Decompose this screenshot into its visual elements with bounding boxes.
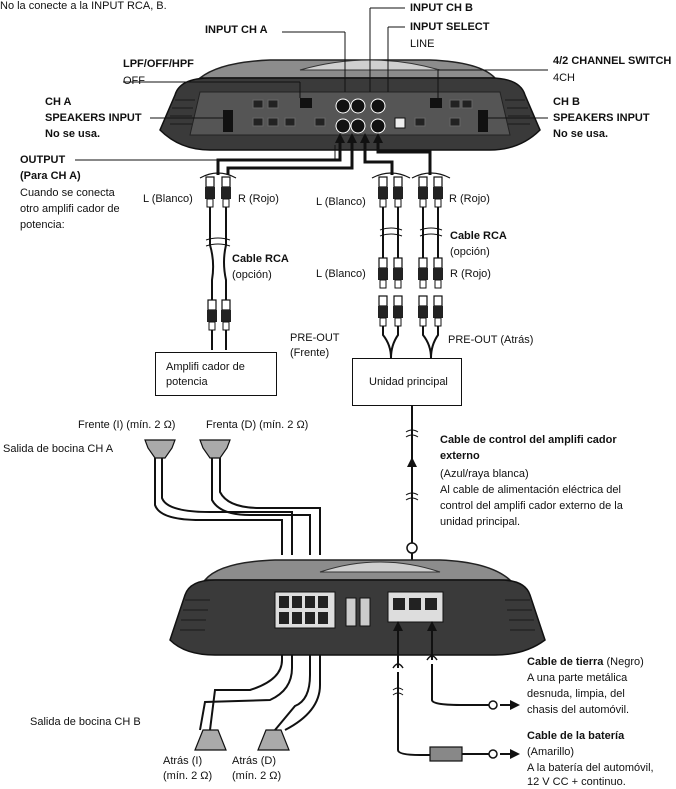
lpf-label: LPF/OFF/HPF <box>123 58 194 70</box>
ground-desc-2: desnuda, limpia, del <box>527 688 625 700</box>
salida-ch-a-label: Salida de bocina CH A <box>3 443 114 455</box>
ground-cable-color: (Negro) <box>603 656 644 668</box>
control-desc-1: Al cable de alimentación eléctrica del <box>440 484 621 496</box>
atras-d-label-1: Atrás (D) <box>232 755 276 767</box>
l-blanco-2: L (Blanco) <box>316 196 366 208</box>
atras-i-label-2: (mín. 2 Ω) <box>163 770 213 782</box>
cuando-line-3: potencia: <box>20 219 65 231</box>
amp-box-line-1: Amplifi cador de <box>166 361 245 373</box>
frente-i-label: Frente (I) (mín. 2 Ω) <box>78 419 176 431</box>
bottom-amplifier <box>169 559 546 656</box>
speakers-input-a-label: SPEAKERS INPUT <box>45 112 142 124</box>
top-note: No la conecte a la INPUT RCA, B. <box>0 0 167 12</box>
frente-label: (Frente) <box>290 347 330 359</box>
control-desc-2: control del amplifi cador externo de la <box>440 500 623 512</box>
r-rojo-2: R (Rojo) <box>449 193 490 205</box>
para-ch-a-label: (Para CH A) <box>20 170 81 182</box>
cable-rca-2: Cable RCA <box>450 230 507 242</box>
opcion-1: (opción) <box>232 269 272 281</box>
ground-cable-name: Cable de tierra <box>527 656 604 668</box>
opcion-2: (opción) <box>450 246 490 258</box>
top-amplifier <box>159 59 541 151</box>
control-cable-title-1: Cable de control del amplifi cador <box>440 434 617 446</box>
head-unit-box: Unidad principal <box>352 358 462 406</box>
signal-arrows <box>335 133 383 150</box>
input-ch-a-label: INPUT CH A <box>205 24 268 36</box>
control-cable-title-2: externo <box>440 450 480 462</box>
input-select-label: INPUT SELECT <box>410 21 490 33</box>
battery-cable-color: (Amarillo) <box>527 746 575 758</box>
speakers <box>144 439 290 751</box>
pre-out-front-label: PRE-OUT <box>290 332 340 344</box>
channel-switch-label: 4/2 CHANNEL SWITCH <box>553 55 672 67</box>
battery-desc-1: A la batería del automóvil, <box>527 762 654 774</box>
amp-box-line-2: potencia <box>166 376 208 388</box>
ground-cable-title: Cable de tierra (Negro) <box>527 656 644 669</box>
speaker-wires <box>154 458 321 731</box>
atras-i-label-1: Atrás (I) <box>163 755 203 767</box>
speakers-input-b-label: SPEAKERS INPUT <box>553 112 650 124</box>
head-unit-label: Unidad principal <box>369 376 448 388</box>
input-select-value: LINE <box>410 38 435 50</box>
cuando-line-2: otro amplifi cador de <box>20 203 120 215</box>
rca-cables <box>199 140 451 359</box>
frente-d-label: Frenta (D) (mín. 2 Ω) <box>206 419 309 431</box>
ground-desc-3: chasis del automóvil. <box>527 704 630 716</box>
no-se-usa-a: No se usa. <box>45 128 101 140</box>
l-blanco-1: L (Blanco) <box>143 193 193 205</box>
battery-desc-2: 12 V CC + continuo. <box>527 776 626 788</box>
control-desc-3: unidad principal. <box>440 516 521 528</box>
l-blanco-3: L (Blanco) <box>316 268 366 280</box>
salida-ch-b-label: Salida de bocina CH B <box>30 716 141 728</box>
atras-d-label-2: (mín. 2 Ω) <box>232 770 282 782</box>
input-ch-b-label: INPUT CH B <box>410 2 473 14</box>
ch-a-label: CH A <box>45 96 72 108</box>
pre-out-rear-label: PRE-OUT (Atrás) <box>448 334 534 346</box>
output-label: OUTPUT <box>20 154 66 166</box>
cuando-line-1: Cuando se conecta <box>20 187 115 199</box>
ground-desc-1: A una parte metálica <box>527 672 628 684</box>
r-rojo-1: R (Rojo) <box>238 193 279 205</box>
cable-rca-1: Cable RCA <box>232 253 289 265</box>
control-cable-color: (Azul/raya blanca) <box>440 468 529 480</box>
power-cables <box>392 622 498 762</box>
battery-cable-title: Cable de la batería <box>527 730 625 742</box>
lpf-value: OFF <box>123 75 145 87</box>
channel-switch-value: 4CH <box>553 72 576 84</box>
power-amplifier-box: Amplifi cador de potencia <box>155 352 277 396</box>
ch-b-label: CH B <box>553 96 580 108</box>
r-rojo-3: R (Rojo) <box>450 268 491 280</box>
no-se-usa-b: No se usa. <box>553 128 609 140</box>
